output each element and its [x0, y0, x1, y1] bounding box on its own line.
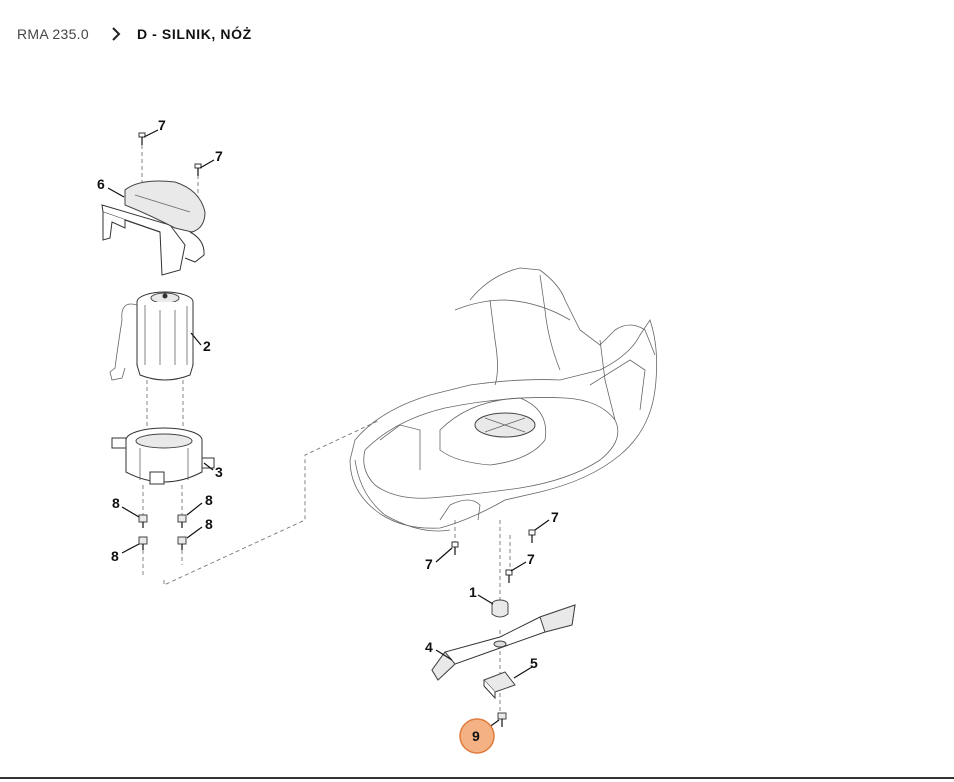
breadcrumb: RMA 235.0 D - SILNIK, NÓŻ — [17, 22, 252, 46]
motor-cover-part[interactable] — [101, 180, 206, 276]
callout-5[interactable]: 5 — [530, 655, 538, 671]
blade-screw-part[interactable] — [497, 712, 507, 727]
callout-7[interactable]: 7 — [551, 509, 559, 525]
screw-7-deck-right[interactable] — [528, 529, 536, 543]
screw-8-d[interactable] — [177, 536, 187, 550]
motor-mount-part[interactable] — [111, 427, 215, 485]
callout-6[interactable]: 6 — [97, 176, 105, 192]
page-title: D - SILNIK, NÓŻ — [136, 26, 252, 42]
blade-washer-part[interactable] — [483, 671, 516, 700]
callout-9-highlighted[interactable]: 9 — [459, 718, 495, 754]
chevron-right-icon — [111, 27, 121, 41]
callout-2[interactable]: 2 — [203, 338, 211, 354]
callout-7[interactable]: 7 — [527, 551, 535, 567]
screw-7-top-b[interactable] — [194, 163, 202, 176]
callout-9[interactable]: 9 — [472, 728, 480, 744]
callout-7[interactable]: 7 — [215, 148, 223, 164]
callout-8[interactable]: 8 — [112, 495, 120, 511]
screw-7-deck-center[interactable] — [505, 569, 513, 583]
callout-8[interactable]: 8 — [111, 548, 119, 564]
motor-part[interactable] — [109, 291, 194, 381]
callout-1[interactable]: 1 — [469, 584, 477, 600]
callout-4[interactable]: 4 — [425, 639, 433, 655]
callout-3[interactable]: 3 — [215, 464, 223, 480]
screw-7-top-a[interactable] — [138, 132, 146, 145]
callout-labels: 7 7 6 2 3 8 8 8 8 7 7 7 1 4 5 — [97, 117, 559, 671]
callout-7[interactable]: 7 — [425, 556, 433, 572]
parts-diagram: 7 7 6 2 3 8 8 8 8 7 7 7 1 4 5 9 — [97, 117, 658, 754]
breadcrumb-root-link[interactable]: RMA 235.0 — [17, 26, 89, 42]
screw-8-b[interactable] — [177, 514, 187, 528]
callout-8[interactable]: 8 — [205, 516, 213, 532]
lawnmower-deck[interactable] — [349, 267, 658, 532]
blade-adapter-part[interactable] — [491, 599, 509, 618]
callout-8[interactable]: 8 — [205, 492, 213, 508]
screw-7-deck-left[interactable] — [451, 541, 459, 555]
screw-8-a[interactable] — [138, 514, 148, 528]
mower-blade-part[interactable] — [431, 604, 576, 681]
bottom-divider — [0, 777, 954, 779]
callout-7[interactable]: 7 — [158, 117, 166, 133]
screw-8-c[interactable] — [138, 536, 148, 550]
assembly-lines — [141, 145, 511, 712]
